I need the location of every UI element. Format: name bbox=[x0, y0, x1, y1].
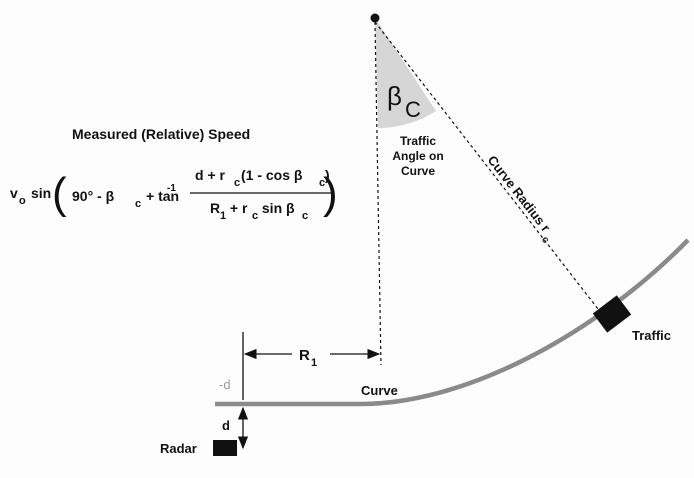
radar-box bbox=[213, 440, 237, 456]
svg-text:c: c bbox=[302, 210, 308, 222]
svg-text:c: c bbox=[252, 210, 258, 222]
curve-radius-label: Curve Radius r c bbox=[485, 153, 554, 246]
right-paren: ) bbox=[323, 169, 338, 218]
svg-text:Curve Radius r: Curve Radius r bbox=[485, 153, 554, 235]
svg-text:-1: -1 bbox=[167, 183, 176, 194]
curve-label: Curve bbox=[361, 383, 398, 398]
speed-formula: v o sin ( 90° - β c + tan -1 d + r c (1 … bbox=[10, 167, 338, 222]
r1-subscript: 1 bbox=[311, 357, 317, 369]
d-label: d bbox=[222, 418, 230, 433]
svg-text:90° - β: 90° - β bbox=[72, 188, 115, 204]
svg-text:+ r: + r bbox=[226, 200, 248, 216]
traffic-label: Traffic bbox=[632, 328, 671, 343]
svg-text:R: R bbox=[210, 200, 220, 216]
svg-text:Angle on: Angle on bbox=[392, 149, 443, 163]
svg-text:sin: sin bbox=[31, 185, 51, 201]
beta-symbol: β bbox=[387, 81, 402, 111]
neg-d-label: -d bbox=[219, 377, 231, 392]
r1-label: R bbox=[299, 347, 310, 364]
svg-text:Curve: Curve bbox=[401, 164, 435, 178]
beta-subscript: C bbox=[405, 97, 421, 122]
svg-text:c: c bbox=[135, 198, 141, 210]
angle-wedge bbox=[375, 18, 436, 128]
left-paren: ( bbox=[52, 169, 67, 218]
svg-text:Traffic: Traffic bbox=[400, 134, 436, 148]
traffic-vehicle bbox=[592, 295, 632, 333]
svg-text:): ) bbox=[325, 167, 330, 183]
formula-title: Measured (Relative) Speed bbox=[72, 126, 250, 142]
svg-text:1: 1 bbox=[220, 210, 226, 222]
svg-text:sin β: sin β bbox=[258, 200, 295, 216]
traffic-angle-label: Traffic Angle on Curve bbox=[392, 134, 443, 178]
svg-text:c: c bbox=[319, 177, 325, 189]
svg-text:(1 - cos β: (1 - cos β bbox=[241, 167, 303, 183]
radar-label: Radar bbox=[160, 441, 197, 456]
svg-text:o: o bbox=[19, 195, 26, 207]
curve-center-point bbox=[370, 13, 380, 23]
curve-radius-line bbox=[374, 21, 606, 319]
road-curve bbox=[215, 238, 690, 407]
svg-text:c: c bbox=[539, 234, 551, 246]
svg-text:v: v bbox=[10, 185, 18, 201]
svg-text:+ tan: + tan bbox=[146, 188, 179, 204]
svg-text:c: c bbox=[234, 177, 240, 189]
svg-text:d + r: d + r bbox=[195, 167, 226, 183]
